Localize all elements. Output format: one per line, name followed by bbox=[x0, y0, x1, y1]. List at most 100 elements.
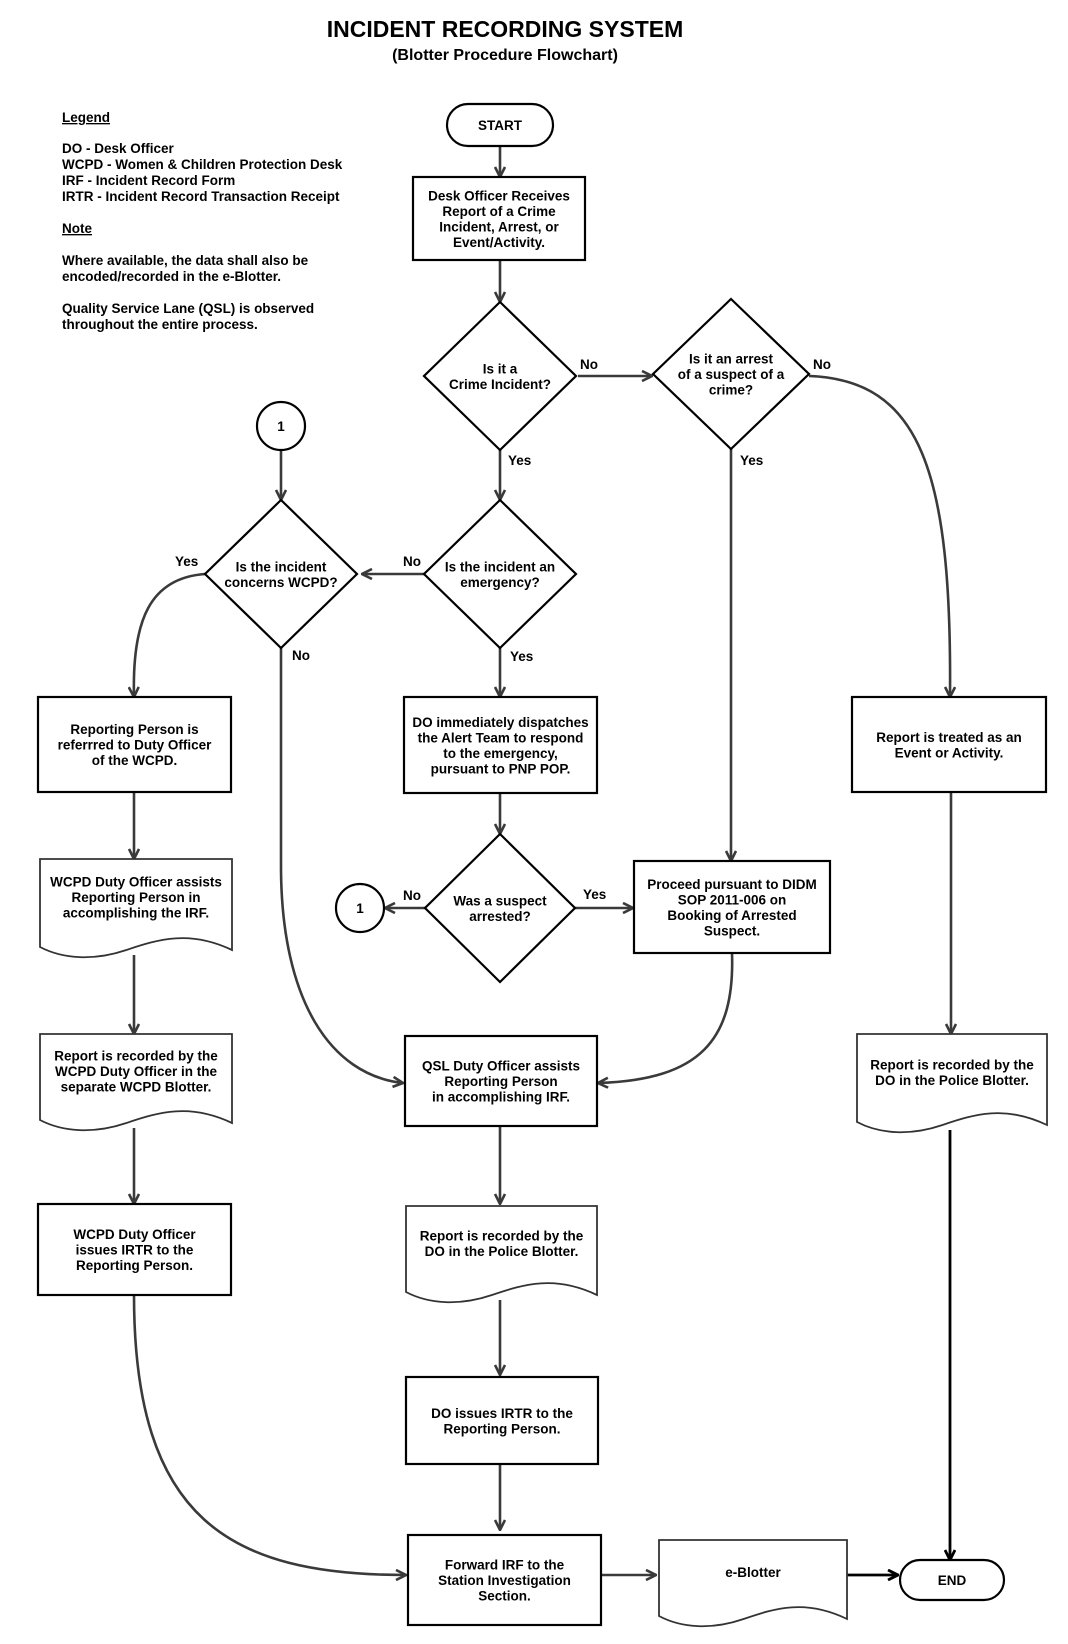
process-box bbox=[632, 859, 832, 955]
edge-label-suspect-yes: Yes bbox=[583, 887, 606, 902]
node-label: Section. bbox=[478, 1589, 531, 1604]
note-text: encoded/recorded in the e-Blotter. bbox=[62, 269, 281, 284]
process-box bbox=[403, 1034, 599, 1128]
node-label: in accomplishing IRF. bbox=[432, 1090, 570, 1105]
node-label: e-Blotter bbox=[725, 1565, 781, 1580]
node-label: of the WCPD. bbox=[92, 753, 178, 768]
node-label: to the emergency, bbox=[443, 746, 558, 761]
edge-label-crime-yes: Yes bbox=[508, 453, 531, 468]
edge-label-emergency-no: No bbox=[403, 554, 421, 569]
document-shape bbox=[405, 1205, 598, 1304]
node-label: 1 bbox=[277, 419, 285, 434]
page-title: INCIDENT RECORDING SYSTEM bbox=[327, 16, 684, 42]
node-label: emergency? bbox=[460, 575, 540, 590]
document-shape bbox=[856, 1033, 1048, 1134]
node-label: issues IRTR to the bbox=[76, 1243, 194, 1258]
node-label: Event/Activity. bbox=[453, 235, 545, 250]
node-label: Report is treated as an bbox=[876, 730, 1022, 745]
process-box bbox=[36, 1202, 233, 1297]
decision-diamond bbox=[651, 297, 811, 451]
edge-wcpd-referred bbox=[134, 572, 206, 697]
connector-circle bbox=[334, 882, 386, 934]
node-label: DO in the Police Blotter. bbox=[875, 1073, 1029, 1088]
node-label: Reporting Person bbox=[444, 1074, 557, 1089]
node-end: END bbox=[898, 1558, 1006, 1602]
node-label: concerns WCPD? bbox=[224, 575, 337, 590]
node-label: Reporting Person. bbox=[76, 1258, 193, 1273]
node-label: of a suspect of a bbox=[678, 367, 785, 382]
node-label: DO issues IRTR to the bbox=[431, 1406, 573, 1421]
process-box bbox=[411, 175, 587, 262]
node-label: WCPD Duty Officer bbox=[73, 1227, 196, 1242]
node-label: separate WCPD Blotter. bbox=[61, 1080, 212, 1095]
node-label: Incident, Arrest, or bbox=[439, 219, 559, 234]
node-label: END bbox=[938, 1573, 967, 1588]
node-label: Desk Officer Receives bbox=[428, 188, 570, 203]
node-label: QSL Duty Officer assists bbox=[422, 1059, 580, 1074]
edge-label-wcpd-no: No bbox=[292, 648, 310, 663]
edge-label-emergency-yes: Yes bbox=[510, 649, 533, 664]
edge-wcpd-qsl bbox=[279, 648, 403, 1083]
node-label: crime? bbox=[709, 383, 753, 398]
node-label: Report is recorded by the bbox=[54, 1049, 218, 1064]
process-box bbox=[402, 695, 599, 795]
node-label: Crime Incident? bbox=[449, 377, 551, 392]
document-shape bbox=[39, 1033, 233, 1132]
process-box bbox=[36, 695, 233, 794]
edge-label-wcpd-yes: Yes bbox=[175, 554, 198, 569]
legend-heading: Legend bbox=[62, 110, 110, 125]
legend-item: WCPD - Women & Children Protection Desk bbox=[62, 157, 343, 172]
edge-label-crime-no: No bbox=[580, 357, 598, 372]
node-label: accomplishing the IRF. bbox=[63, 906, 209, 921]
node-label: Reporting Person is bbox=[70, 722, 198, 737]
node-label: WCPD Duty Officer assists bbox=[50, 875, 222, 890]
edge-labels: No Yes No Yes No Yes Yes No No Yes bbox=[175, 357, 831, 903]
decision-diamond bbox=[422, 498, 578, 650]
decision-diamond bbox=[203, 498, 359, 650]
note-text: throughout the entire process. bbox=[62, 317, 258, 332]
node-label: Forward IRF to the bbox=[445, 1558, 565, 1573]
legend: Legend DO - Desk Officer WCPD - Women & … bbox=[62, 110, 343, 332]
node-label: DO in the Police Blotter. bbox=[425, 1244, 579, 1259]
document-shape bbox=[39, 858, 233, 959]
node-label: Station Investigation bbox=[438, 1573, 571, 1588]
node-label: Is the incident bbox=[236, 559, 327, 574]
edges bbox=[134, 146, 951, 1575]
node-label: SOP 2011-006 on bbox=[678, 892, 787, 907]
node-label: Event or Activity. bbox=[895, 745, 1004, 760]
connector-circle bbox=[255, 400, 307, 452]
node-label: the Alert Team to respond bbox=[418, 730, 584, 745]
node-label: START bbox=[478, 118, 523, 133]
process-box bbox=[850, 695, 1048, 794]
edge-arrest-event bbox=[808, 374, 950, 697]
node-connector-top: 1 bbox=[255, 400, 307, 452]
decision-diamond bbox=[423, 832, 577, 984]
terminal-shape bbox=[898, 1558, 1006, 1602]
node-eblotter: e-Blotter bbox=[658, 1539, 848, 1628]
node-label: Was a suspect bbox=[453, 893, 547, 908]
legend-item: IRTR - Incident Record Transaction Recei… bbox=[62, 189, 340, 204]
node-label: 1 bbox=[356, 901, 364, 916]
node-label: Proceed pursuant to DIDM bbox=[647, 877, 817, 892]
node-label: DO immediately dispatches bbox=[412, 715, 588, 730]
edge-label-suspect-no: No bbox=[403, 888, 421, 903]
node-label: WCPD Duty Officer in the bbox=[55, 1064, 217, 1079]
node-label: arrested? bbox=[469, 909, 531, 924]
node-label: Is it a bbox=[483, 361, 518, 376]
